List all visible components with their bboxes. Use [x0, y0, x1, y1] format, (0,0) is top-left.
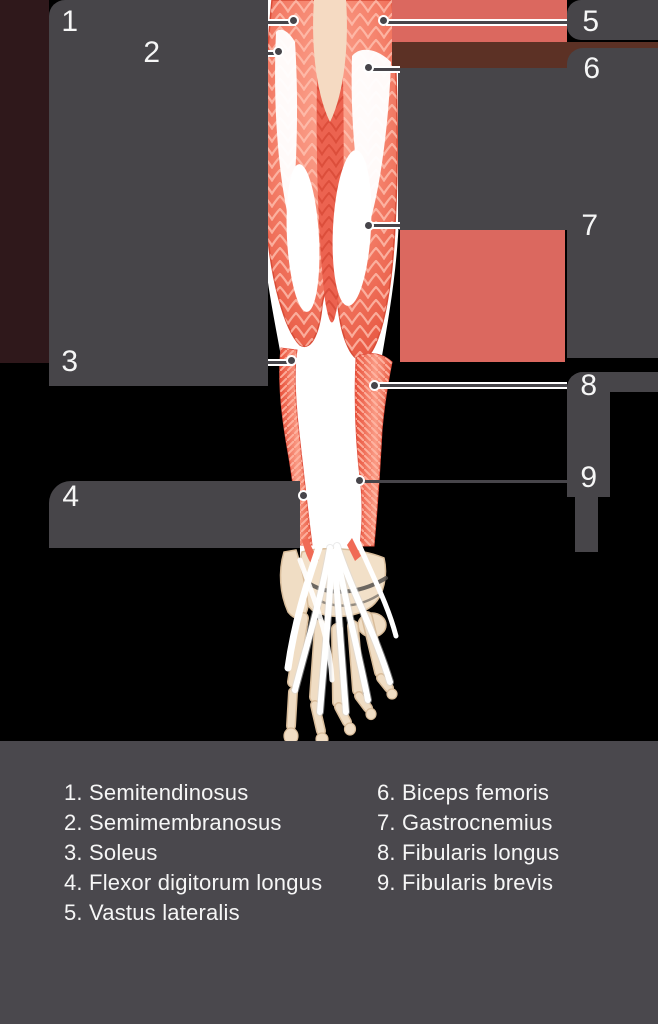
marker-box-right-main	[398, 68, 658, 230]
marker-2[interactable]: 2	[143, 36, 161, 69]
marker-box-left	[49, 0, 268, 386]
answer-panel: 1. Semitendinosus 2. Semimembranosus 3. …	[0, 741, 658, 1024]
soleus-fibularis-strips	[279, 347, 393, 547]
marker-9[interactable]: 9	[580, 461, 598, 494]
marker-1[interactable]: 1	[61, 5, 79, 38]
answer-item-7: 7. Gastrocnemius	[377, 810, 553, 835]
posterior-leg-figure	[259, 0, 401, 746]
marker-box-5	[567, 0, 658, 40]
pointer-dot-8	[369, 380, 380, 391]
answer-item-5: 5. Vastus lateralis	[64, 900, 240, 925]
pointer-line-5	[386, 19, 567, 26]
marker-6[interactable]: 6	[583, 52, 601, 85]
marker-box-4	[49, 481, 300, 548]
pointer-dot-9	[354, 475, 365, 486]
pointer-dot-4	[298, 490, 309, 501]
pointer-line-3	[268, 359, 293, 366]
highlight-rect-7	[400, 230, 565, 362]
answer-item-2: 2. Semimembranosus	[64, 810, 282, 835]
background-patch-maroon	[0, 0, 49, 363]
marker-box-9-stem	[575, 497, 598, 552]
leg-illustration	[259, 0, 401, 746]
answer-column-2: 6. Biceps femoris 7. Gastrocnemius 8. Fi…	[377, 778, 559, 898]
marker-5[interactable]: 5	[582, 5, 600, 38]
pointer-dot-7	[363, 220, 374, 231]
pointer-line-9	[362, 480, 567, 483]
answer-item-9: 9. Fibularis brevis	[377, 870, 554, 895]
answer-item-8: 8. Fibularis longus	[377, 840, 560, 865]
foot-tendons	[284, 539, 399, 716]
marker-box-right-lower	[567, 230, 658, 358]
marker-8[interactable]: 8	[580, 369, 598, 402]
marker-box-right-corner	[567, 48, 658, 68]
pointer-line-6	[371, 66, 400, 73]
pointer-line-7	[371, 222, 400, 229]
pointer-dot-3	[286, 355, 297, 366]
pointer-dot-5	[378, 15, 389, 26]
aponeurosis-windows	[286, 150, 372, 312]
popliteal-area	[313, 0, 347, 122]
answer-item-6: 6. Biceps femoris	[377, 780, 550, 805]
answer-item-1: 1. Semitendinosus	[64, 780, 249, 805]
pointer-dot-2	[273, 46, 284, 57]
pointer-line-8	[377, 382, 567, 389]
answer-item-3: 3. Soleus	[64, 840, 158, 865]
answer-column-1: 1. Semitendinosus 2. Semimembranosus 3. …	[64, 778, 322, 928]
pointer-line-1	[268, 19, 296, 26]
marker-3[interactable]: 3	[61, 345, 79, 378]
marker-box-8-9-column	[567, 372, 610, 497]
pointer-dot-1	[288, 15, 299, 26]
answer-item-4: 4. Flexor digitorum longus	[64, 870, 323, 895]
pointer-dot-6	[363, 62, 374, 73]
marker-7[interactable]: 7	[581, 209, 599, 242]
marker-4[interactable]: 4	[62, 480, 80, 513]
